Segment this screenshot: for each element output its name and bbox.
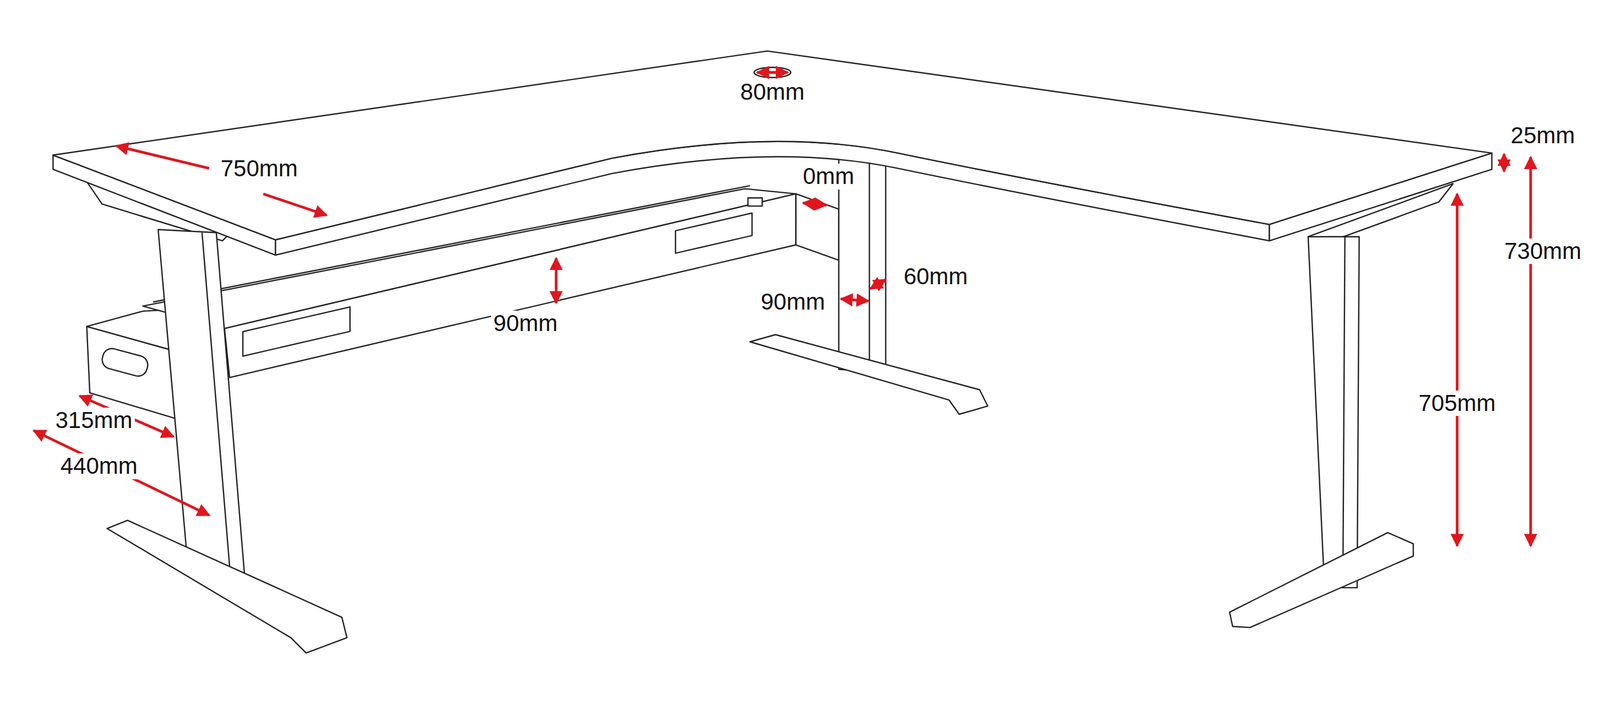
leg-column bbox=[1308, 236, 1360, 588]
leg-edge bbox=[202, 232, 231, 579]
dimension-label: 730mm bbox=[1501, 238, 1584, 264]
dimension-label: 90mm bbox=[758, 289, 828, 315]
beam-side bbox=[796, 193, 840, 260]
cable-grommet bbox=[754, 67, 792, 78]
power-outlet bbox=[242, 306, 351, 356]
dimension-label: 705mm bbox=[1416, 390, 1499, 416]
dimension-line bbox=[803, 203, 827, 206]
dimension-label: 80mm bbox=[738, 79, 808, 105]
desk-frame bbox=[52, 51, 1492, 653]
desk-top bbox=[52, 51, 1492, 241]
dimension-line bbox=[1529, 156, 1533, 546]
leg-edge bbox=[868, 153, 870, 373]
dimension-line bbox=[1502, 154, 1506, 172]
leg-foot bbox=[1229, 532, 1414, 628]
leg-column bbox=[158, 229, 246, 580]
dimension-line bbox=[757, 71, 788, 74]
power-outlet bbox=[675, 213, 753, 254]
dimension-line bbox=[1455, 193, 1459, 546]
dimension-line bbox=[33, 430, 210, 516]
tray-handle bbox=[100, 346, 150, 378]
dimension-line bbox=[116, 145, 210, 169]
dimension-label: 440mm bbox=[58, 453, 140, 479]
dimension-line bbox=[870, 279, 886, 289]
dimension-line bbox=[840, 298, 869, 302]
dimension-label: 750mm bbox=[218, 155, 301, 182]
dimension-label: 315mm bbox=[52, 407, 135, 433]
dimension-line bbox=[554, 258, 558, 303]
dimension-label: 0mm bbox=[800, 163, 857, 189]
dimension-arrows bbox=[33, 72, 1531, 546]
leg-foot bbox=[749, 334, 988, 415]
dimension-line bbox=[263, 193, 327, 216]
dimension-label: 60mm bbox=[901, 263, 971, 290]
leg-foot bbox=[107, 520, 348, 653]
leg-edge bbox=[1342, 236, 1346, 588]
dimension-label: 25mm bbox=[1508, 122, 1578, 149]
cable-port bbox=[747, 197, 763, 206]
dimension-label: 90mm bbox=[491, 310, 560, 336]
